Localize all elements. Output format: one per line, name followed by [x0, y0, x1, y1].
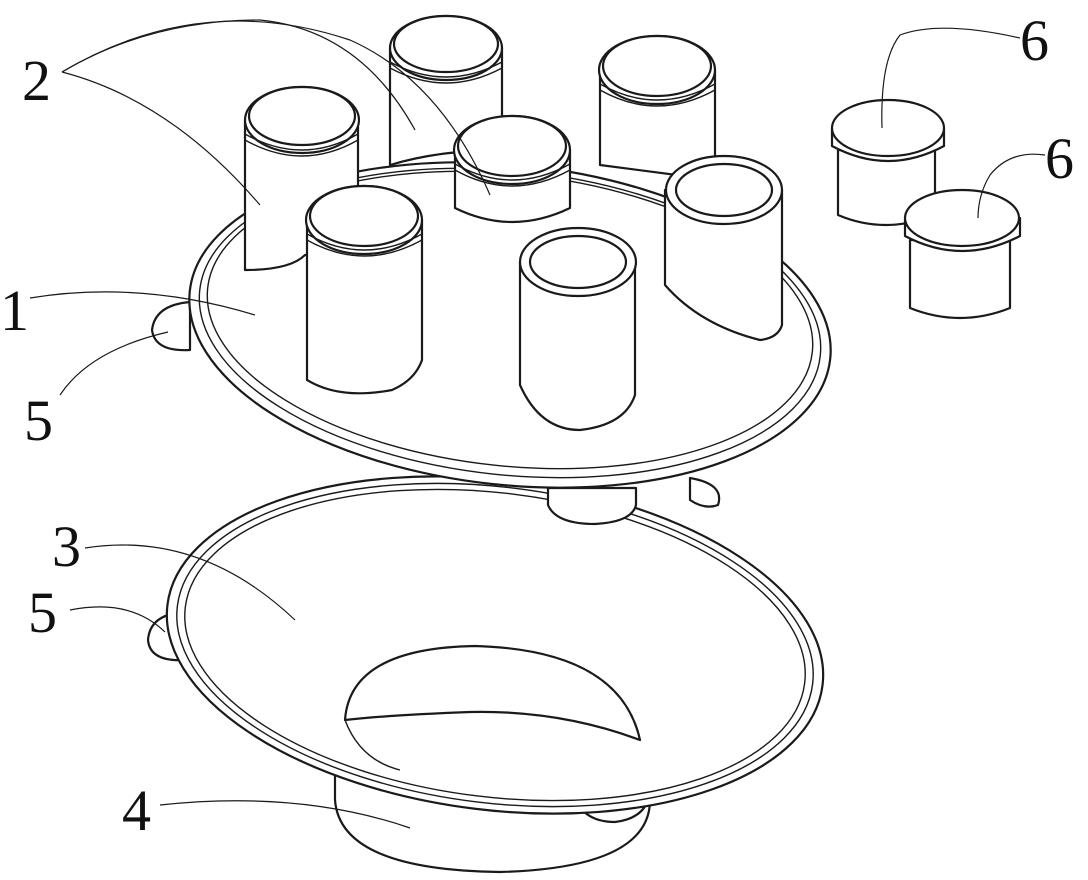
handle-upper — [150, 300, 192, 352]
callout-tray: 1 — [0, 278, 29, 343]
cap-b — [903, 188, 1022, 320]
callout-funnel: 3 — [52, 514, 81, 579]
tube-back-right — [597, 34, 717, 182]
tube-front-center — [518, 226, 638, 432]
leader-lines — [29, 19, 1046, 829]
callout-handle-lower: 5 — [28, 580, 57, 645]
tube-center — [452, 114, 572, 224]
tube-front-right — [663, 154, 784, 342]
callout-outlet: 4 — [122, 778, 151, 843]
callout-cap-a: 6 — [1020, 8, 1049, 73]
callout-tubes: 2 — [22, 48, 51, 113]
funnel — [146, 475, 825, 815]
tube-front-left — [304, 184, 424, 395]
callout-handle-upper: 5 — [24, 388, 53, 453]
tubes-group — [243, 14, 784, 432]
callout-cap-b: 6 — [1045, 126, 1074, 191]
